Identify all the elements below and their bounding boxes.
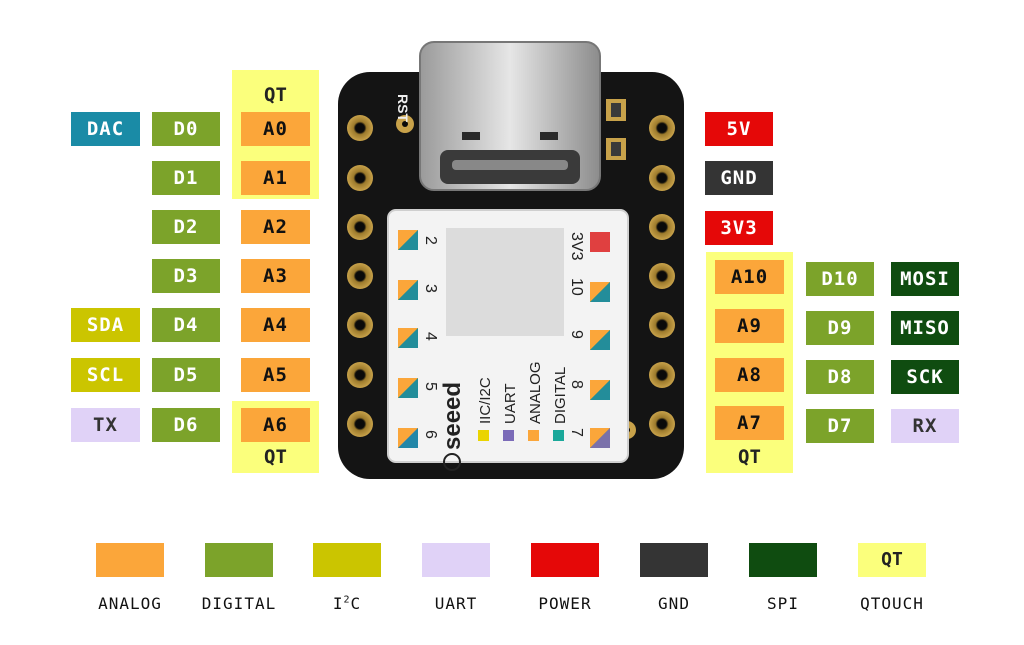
left-pin-num: 3 <box>422 284 439 293</box>
label-d1: D1 <box>152 161 220 195</box>
label-d2: D2 <box>152 210 220 244</box>
right-pin-num: 9 <box>568 330 585 339</box>
label-d4: D4 <box>152 308 220 342</box>
label-a8: A8 <box>715 358 784 392</box>
label-d10: D10 <box>806 262 874 296</box>
legend-label-digital: DIGITAL <box>201 594 277 613</box>
right-pads <box>649 115 675 437</box>
label-d3: D3 <box>152 259 220 293</box>
label-a4: A4 <box>241 308 310 342</box>
left-pads <box>347 115 373 437</box>
label-d6: D6 <box>152 408 220 442</box>
left-pin-num: 5 <box>422 382 439 391</box>
label-tx: TX <box>71 408 140 442</box>
label-3v3: 3V3 <box>705 211 773 245</box>
right-pin-num: 7 <box>568 428 585 437</box>
legend-swatch-qtouch: QT <box>858 543 926 577</box>
left-pin-num: 4 <box>422 332 439 341</box>
right-pin-num: 8 <box>568 380 585 389</box>
right-pin-icons <box>590 232 610 448</box>
legend-label-i2c: I2C <box>332 594 362 613</box>
label-sck: SCK <box>891 360 959 394</box>
qt-label-right: QT <box>738 446 761 468</box>
label-d7: D7 <box>806 409 874 443</box>
legend-label-power: POWER <box>538 594 592 613</box>
legend-label-uart: UART <box>434 594 478 613</box>
seeed-logo-icon <box>443 453 461 471</box>
label-scl: SCL <box>71 358 140 392</box>
qt-label-left-bottom: QT <box>264 446 287 468</box>
label-d9: D9 <box>806 311 874 345</box>
label-a5: A5 <box>241 358 310 392</box>
chip-legend-i2c: IIC/I2C <box>477 377 494 424</box>
label-a2: A2 <box>241 210 310 244</box>
left-pin-num: 6 <box>422 430 439 439</box>
label-a10: A10 <box>715 260 784 294</box>
brand-seeed: seeed <box>439 382 466 450</box>
legend-swatch-spi <box>749 543 817 577</box>
label-d8: D8 <box>806 360 874 394</box>
left-pin-num: 2 <box>422 236 439 245</box>
label-a1: A1 <box>241 161 310 195</box>
qt-label-left-top: QT <box>264 84 287 106</box>
label-sda: SDA <box>71 308 140 342</box>
chip-legend-analog: ANALOG <box>527 361 544 424</box>
legend-swatch-analog <box>96 543 164 577</box>
left-pin-icons <box>398 230 418 448</box>
label-a0: A0 <box>241 112 310 146</box>
chip-window <box>446 228 564 336</box>
label-a6: A6 <box>241 408 310 442</box>
label-mosi: MOSI <box>891 262 959 296</box>
label-miso: MISO <box>891 311 959 345</box>
right-pin-num: 3V3 <box>568 232 585 261</box>
label-gnd: GND <box>705 161 773 195</box>
chip-legend-uart: UART <box>502 383 519 424</box>
label-dac: DAC <box>71 112 140 146</box>
legend-label-analog: ANALOG <box>98 594 162 613</box>
label-a3: A3 <box>241 259 310 293</box>
label-rx: RX <box>891 409 959 443</box>
label-5v: 5V <box>705 112 773 146</box>
legend-label-qtouch: QTOUCH <box>860 594 924 613</box>
label-d0: D0 <box>152 112 220 146</box>
right-pin-num: 10 <box>568 278 585 296</box>
legend-swatch-power <box>531 543 599 577</box>
legend-swatch-digital <box>205 543 273 577</box>
legend-swatch-gnd <box>640 543 708 577</box>
label-a9: A9 <box>715 309 784 343</box>
legend-label-spi: SPI <box>767 594 799 613</box>
chip-legend-digital: DIGITAL <box>552 367 569 424</box>
label-d5: D5 <box>152 358 220 392</box>
legend-swatch-i2c <box>313 543 381 577</box>
legend-swatch-uart <box>422 543 490 577</box>
label-a7: A7 <box>715 406 784 440</box>
legend-label-gnd: GND <box>658 594 690 613</box>
rst-label: RST <box>395 94 411 122</box>
